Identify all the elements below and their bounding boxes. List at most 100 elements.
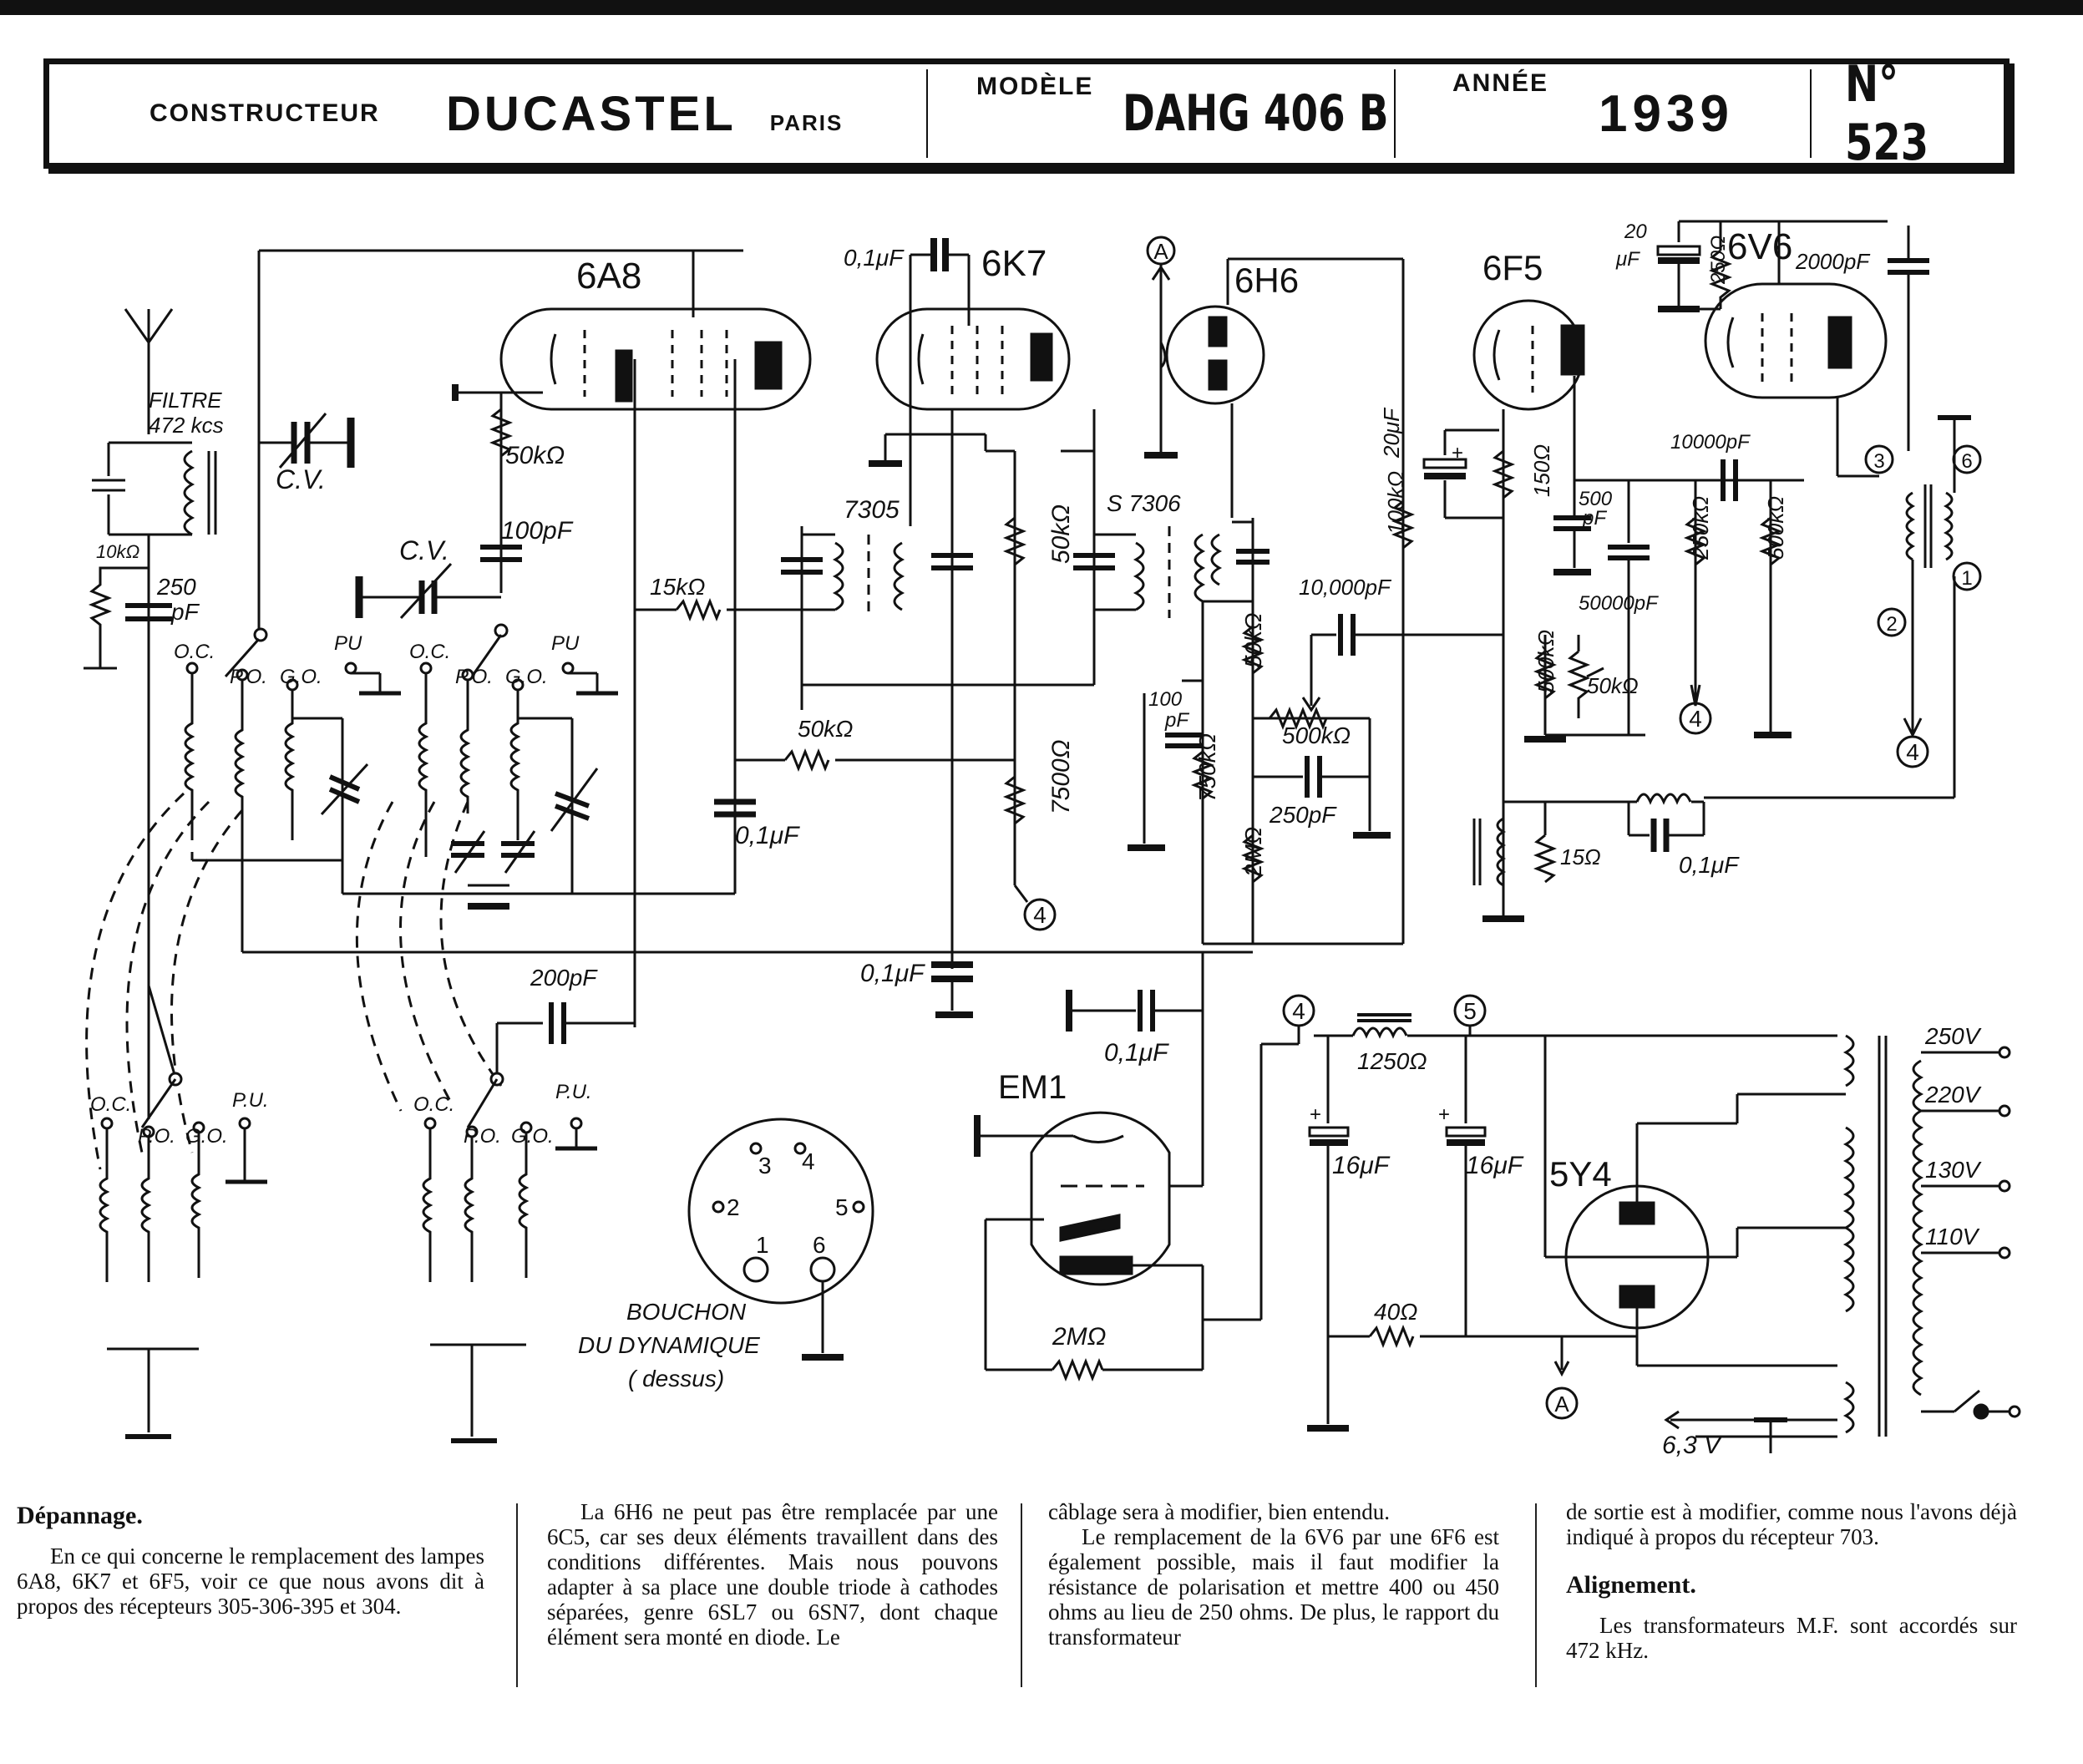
resistor	[1708, 249, 1733, 299]
c100b-label: 100	[1148, 688, 1183, 711]
tube-em1-label: EM1	[998, 1069, 1067, 1106]
filter-choke	[1351, 1026, 1408, 1039]
r2m-b-label: 2MΩ	[1052, 1323, 1107, 1351]
go-label: G.O.	[505, 666, 548, 688]
constructeur-label-cell: CONSTRUCTEUR	[150, 64, 380, 163]
node-5-label: 5	[1463, 998, 1477, 1024]
paragraph-6h6: La 6H6 ne peut pas être remplacée par un…	[547, 1499, 998, 1650]
c01-label: 0,1μF	[860, 960, 925, 987]
svg-text:+: +	[1438, 1103, 1450, 1126]
pin-5: 5	[835, 1194, 849, 1220]
if-coil	[1210, 533, 1223, 586]
go-label: G.O.	[511, 1125, 554, 1148]
pin-4: 4	[802, 1148, 815, 1174]
coil	[140, 1137, 152, 1282]
r50k-label: 50kΩ	[798, 716, 853, 742]
pin-3: 3	[758, 1153, 772, 1179]
depannage-heading: Dépannage.	[17, 1502, 143, 1529]
potentiometer	[1268, 706, 1328, 731]
c2000-label: 2000pF	[1795, 249, 1871, 274]
resistor	[1190, 750, 1215, 800]
text-column-3: câblage sera à modifier, bien entendu. L…	[1048, 1499, 1499, 1650]
resistor	[1002, 775, 1027, 825]
resistor	[1533, 650, 1558, 700]
bouchon-label-1: BOUCHON	[626, 1299, 747, 1325]
c10000-label: 10,000pF	[1299, 575, 1392, 600]
filter-choke	[1635, 793, 1692, 805]
node-4-label: 4	[1292, 998, 1305, 1024]
po-label: P.O.	[230, 666, 267, 688]
pin-2: 2	[727, 1194, 740, 1220]
numero: N° 523	[1845, 55, 1929, 172]
r50k-label: 50kΩ	[1240, 613, 1266, 668]
top-border	[0, 0, 2083, 15]
svg-text:+: +	[1310, 1103, 1321, 1126]
annee-label-cell: ANNÉE	[1452, 64, 1548, 168]
node-a-label: A	[1554, 1391, 1569, 1417]
pu-label: PU	[334, 632, 362, 655]
r15k-label: 15kΩ	[650, 574, 705, 600]
alignement-heading: Alignement.	[1566, 1571, 1696, 1599]
r250-label: 250Ω	[1707, 236, 1730, 285]
cv2-label: C.V.	[399, 535, 449, 565]
coil	[509, 690, 521, 840]
tube-6k7-label: 6K7	[981, 243, 1047, 284]
coil	[459, 680, 471, 814]
tube-6k7	[875, 307, 1071, 411]
pu-label: P.U.	[232, 1089, 269, 1112]
oc-label: O.C.	[409, 641, 450, 663]
column-divider	[1535, 1503, 1537, 1687]
if-coil	[1194, 533, 1206, 603]
oc-label: O.C.	[90, 1093, 131, 1116]
resistor	[1051, 1357, 1104, 1382]
modele-label: MODÈLE	[976, 73, 1094, 100]
if-coil	[893, 541, 905, 611]
c10000b-label: 10000pF	[1670, 431, 1751, 454]
modele-value: DAHG 406 B	[1123, 84, 1389, 143]
resistor	[1240, 834, 1265, 884]
annee-value-cell: 1939	[1599, 64, 1734, 163]
v130-label: 130V	[1925, 1157, 1982, 1183]
coil	[518, 1133, 530, 1278]
c20uf-label: 20μF	[1379, 407, 1404, 459]
power-switch	[1954, 1389, 1980, 1413]
depannage-paragraph: En ce qui concerne le remplacement des l…	[17, 1544, 484, 1619]
svg-text:+: +	[1452, 442, 1463, 464]
tube-6f5	[1472, 299, 1585, 411]
r15-label: 15Ω	[1560, 844, 1601, 869]
c16a-label: 16μF	[1332, 1152, 1391, 1179]
tube-6h6-label: 6H6	[1234, 261, 1299, 300]
v250-label: 250V	[1924, 1023, 1982, 1049]
text-column-2: La 6H6 ne peut pas être remplacée par un…	[547, 1499, 998, 1650]
gang-dash	[85, 792, 185, 1170]
node-6-label: 6	[1961, 450, 1972, 473]
separator	[1394, 69, 1396, 158]
c01-d-label: 0,1μF	[1104, 1039, 1169, 1067]
c250-label: 250	[156, 574, 196, 600]
c250pf-label: 250pF	[1269, 802, 1337, 828]
resistor	[1758, 516, 1783, 566]
column-divider	[1021, 1503, 1022, 1687]
s7306-label: S 7306	[1107, 490, 1181, 516]
node-2-label: 2	[1886, 613, 1897, 636]
resistor	[1683, 516, 1708, 566]
r50k-label: 50kΩ	[505, 442, 565, 469]
pu-label: PU	[551, 632, 580, 655]
transformer-winding	[1842, 1126, 1855, 1313]
go-label: G.O.	[185, 1125, 228, 1148]
po-label: P.O.	[455, 666, 493, 688]
r100k-label: 100kΩ	[1383, 471, 1408, 535]
po-label: P.O.	[138, 1125, 175, 1148]
r750k-label: 750kΩ	[1194, 733, 1220, 802]
coil-po-1	[234, 680, 246, 847]
resistor	[1368, 1324, 1415, 1349]
c16b-label: 16μF	[1466, 1152, 1524, 1179]
v63-label: 6,3 V	[1662, 1432, 1723, 1459]
po-label: P.O.	[464, 1125, 501, 1148]
resistor	[675, 597, 722, 622]
oc-label: O.C.	[174, 641, 215, 663]
resistor	[1240, 625, 1265, 675]
node-4-label: 4	[1689, 706, 1702, 732]
pin-6: 6	[813, 1232, 826, 1258]
v110-label: 110V	[1925, 1224, 1980, 1250]
